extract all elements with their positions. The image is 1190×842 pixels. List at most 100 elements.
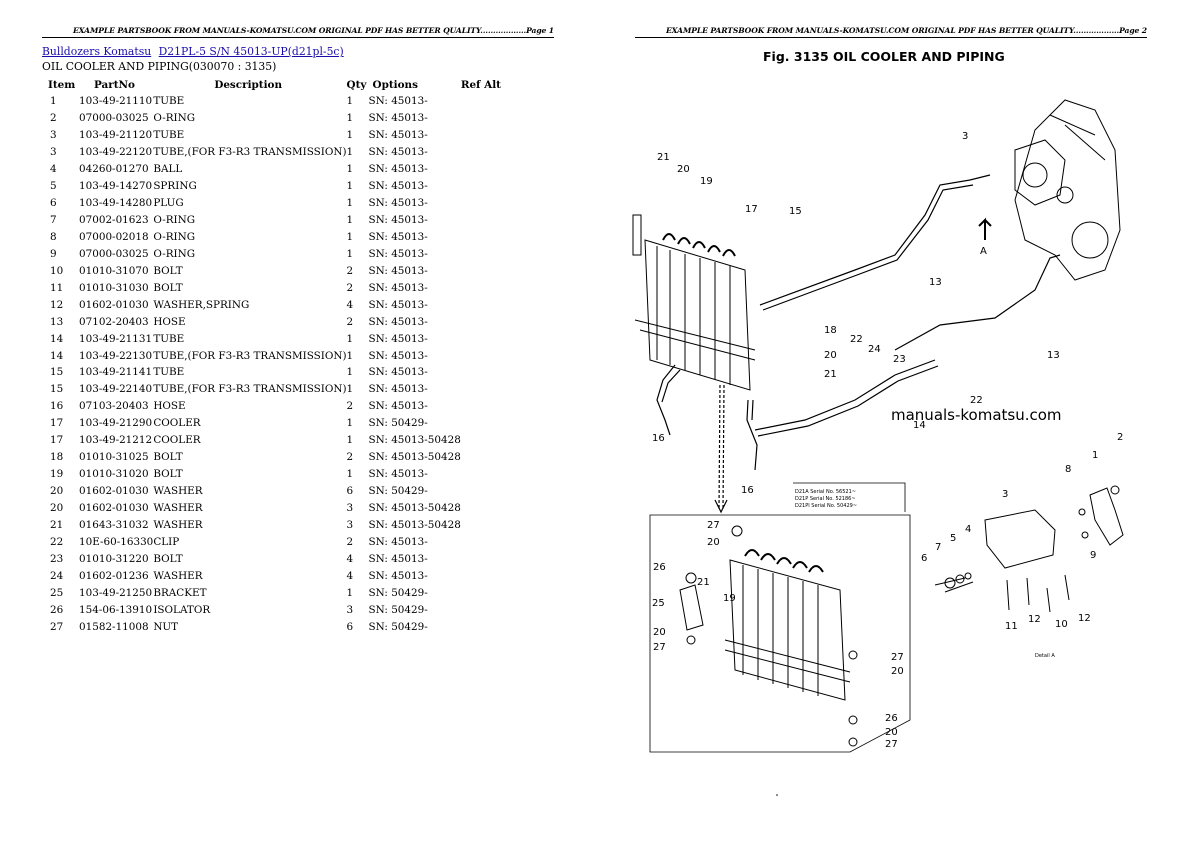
cell-item: 16: [50, 400, 64, 413]
cell-ref-alt: [461, 432, 511, 449]
callout-20f: 20: [885, 727, 898, 738]
cell-ref-alt: [461, 466, 511, 483]
cell-qty: 1: [346, 180, 354, 193]
cell-partno: 103-49-21120: [79, 129, 153, 142]
cell-qty: 1: [346, 586, 354, 599]
cell-description: HOSE: [153, 315, 186, 328]
cell-description: BRACKET: [153, 586, 207, 599]
column-header-options: Options: [372, 78, 418, 91]
cell-options: SN: 50429-: [368, 603, 428, 616]
cell-qty: 1: [346, 383, 354, 396]
callout-20: 20: [677, 164, 690, 175]
cell-qty: 3: [346, 603, 354, 616]
cell-item: 6: [50, 197, 57, 210]
cell-description: O-RING: [153, 247, 196, 260]
cell-qty: 1: [346, 349, 354, 362]
cell-item: 12: [50, 298, 64, 311]
cell-ref-alt: [461, 415, 511, 432]
cooler-detail-inset: 27 20 26 21 25 19 20 27 27 20 26 20 27: [649, 514, 911, 753]
serial-row-d21p: D21P Serial No. 52186~: [795, 496, 856, 502]
cell-options: SN: 45013-: [368, 315, 428, 328]
cell-options: SN: 45013-: [368, 112, 428, 125]
cell-options: SN: 45013-50428: [368, 434, 461, 447]
oil-cooler-upper: [632, 214, 756, 391]
cell-options: SN: 45013-: [368, 247, 428, 260]
cell-options: SN: 45013-: [368, 366, 428, 379]
cell-partno: 103-49-22120: [79, 146, 153, 159]
cell-ref-alt: [461, 584, 511, 601]
cell-description: CLIP: [153, 535, 180, 548]
cell-description: BOLT: [153, 281, 183, 294]
cell-options: SN: 50429-: [368, 620, 428, 633]
cell-partno: 103-49-21131: [79, 332, 153, 345]
cell-qty: 1: [346, 417, 354, 430]
cell-qty: 1: [346, 129, 354, 142]
cell-ref-alt: [461, 279, 511, 296]
cell-options: SN: 45013-: [368, 400, 428, 413]
cell-ref-alt: [461, 161, 511, 178]
page-header: EXAMPLE PARTSBOOK FROM MANUALS-KOMATSU.C…: [635, 26, 1147, 38]
cell-item: 3: [50, 146, 57, 159]
callout-27b: 27: [653, 642, 666, 653]
cell-item: 18: [50, 451, 64, 464]
cell-item: 3: [50, 129, 57, 142]
cell-qty: 1: [346, 163, 354, 176]
callout-4: 4: [965, 524, 971, 535]
cell-ref-alt: [461, 500, 511, 517]
cell-partno: 103-49-21110: [79, 95, 153, 108]
cell-description: O-RING: [153, 230, 196, 243]
callout-23: 23: [893, 354, 906, 365]
breadcrumb-link-category[interactable]: Bulldozers Komatsu: [42, 45, 152, 58]
cell-qty: 2: [346, 535, 354, 548]
cell-partno: 103-49-21212: [79, 434, 153, 447]
cell-options: SN: 45013-: [368, 129, 428, 142]
callout-11: 11: [1005, 621, 1018, 632]
cell-partno: 01602-01030: [79, 485, 149, 498]
callout-13: 13: [929, 277, 942, 288]
cell-qty: 3: [346, 518, 354, 531]
cell-ref-alt: [461, 618, 511, 635]
cell-qty: 6: [346, 620, 354, 633]
cell-options: SN: 50429-: [368, 417, 428, 430]
cell-item: 1: [50, 95, 57, 108]
column-header-qty: Qty: [346, 78, 367, 91]
cell-qty: 6: [346, 485, 354, 498]
cell-partno: 01010-31070: [79, 264, 149, 277]
cell-partno: 01010-31030: [79, 281, 149, 294]
callout-19: 19: [700, 176, 713, 187]
cell-ref-alt: [461, 229, 511, 246]
column-header-partno: PartNo: [94, 78, 135, 91]
cell-item: 8: [50, 230, 57, 243]
callout-20b: 20: [824, 350, 837, 361]
cell-options: SN: 45013-: [368, 383, 428, 396]
cell-options: SN: 45013-: [368, 569, 428, 582]
cell-qty: 2: [346, 281, 354, 294]
cell-qty: 1: [346, 434, 354, 447]
cell-description: HOSE: [153, 400, 186, 413]
exploded-parts-diagram: Fig. 3135 OIL COOLER AND PIPING: [632, 49, 1124, 796]
cell-partno: 07000-02018: [79, 230, 149, 243]
valve-detail-a: 2 1 8 3 9 6 7 5 4 11 12 10 12 Detail A: [921, 432, 1124, 659]
cell-qty: 1: [346, 95, 354, 108]
callout-20d: 20: [653, 627, 666, 638]
cell-ref-alt: [461, 212, 511, 229]
cell-options: SN: 45013-: [368, 264, 428, 277]
cell-description: WASHER: [153, 518, 203, 531]
transmission-housing: [1014, 99, 1121, 281]
breadcrumb-link-model[interactable]: D21PL-5 S/N 45013-UP(d21pl-5c): [158, 45, 344, 58]
callout-6: 6: [921, 553, 927, 564]
